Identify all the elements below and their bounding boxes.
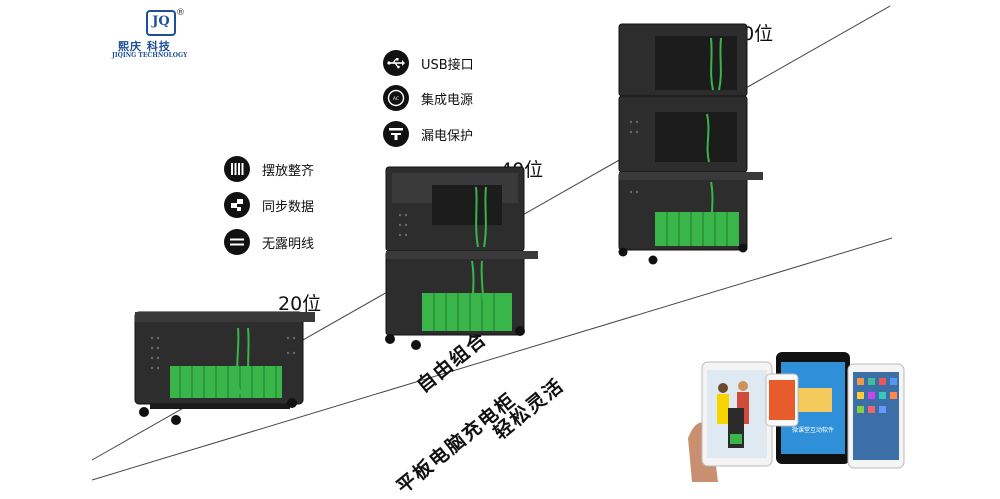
feature-usb: USB接口 — [383, 50, 474, 76]
registered-mark: ® — [176, 8, 185, 18]
brand-name-en: JIQING TECHNOLOGY — [112, 52, 188, 59]
feature-leakage: 漏电保护 — [383, 121, 473, 147]
neat-arrangement-icon — [224, 156, 250, 182]
brand-name-cn: 熙庆 科技 — [118, 40, 171, 53]
capacity-20: 20位 — [278, 293, 322, 315]
no-exposed-wires-icon — [224, 229, 250, 255]
brand-mark: JQ — [146, 10, 176, 36]
brand-logo: JQ ® 熙庆 科技 JIQING TECHNOLOGY — [112, 8, 198, 60]
power-integration-icon: AC — [383, 85, 409, 111]
leakage-protection-icon — [383, 121, 409, 147]
tablet-screen-text: 微课堂互动软件 — [792, 426, 834, 434]
feature-power: AC 集成电源 — [383, 85, 473, 111]
svg-text:AC: AC — [393, 96, 399, 102]
feature-label: 集成电源 — [421, 92, 474, 108]
tablets-image: 微课堂互动软件 — [688, 352, 905, 482]
feature-sync: 同步数据 — [224, 192, 314, 218]
cabinet-60-image — [618, 23, 763, 265]
feature-label: 摆放整齐 — [262, 163, 315, 179]
feature-no-wires: 无露明线 — [224, 229, 314, 255]
usb-icon — [383, 50, 409, 76]
sync-data-icon — [224, 192, 250, 218]
feature-label: 同步数据 — [262, 199, 315, 215]
feature-neat: 摆放整齐 — [224, 156, 314, 182]
feature-label: 无露明线 — [262, 236, 315, 252]
feature-label: 漏电保护 — [421, 128, 474, 144]
cabinet-40-image — [385, 166, 538, 350]
feature-label: USB接口 — [421, 57, 474, 73]
cabinet-20-image — [134, 311, 315, 425]
